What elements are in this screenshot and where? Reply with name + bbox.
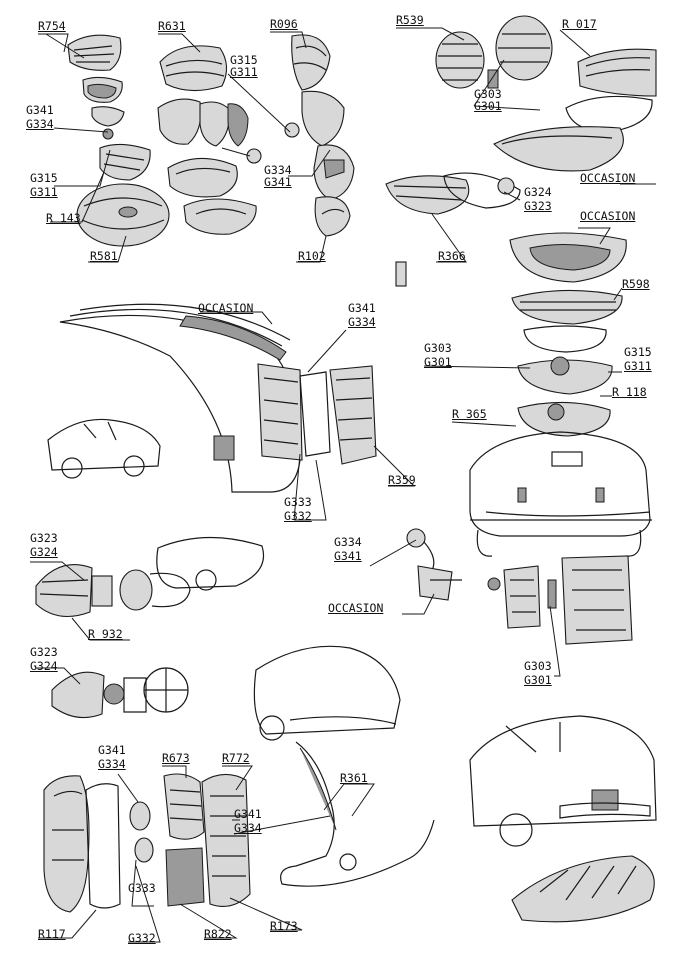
label-g334-b: G334 [264, 163, 292, 177]
label-g303-a: G303 [474, 87, 502, 101]
label-g303-c: G303 [524, 659, 552, 673]
label-g341-f: G341 [234, 807, 262, 821]
label-g323-b: G323 [30, 531, 58, 545]
taillight-assembly-r631 [157, 45, 262, 235]
label-occasion-a: OCCASION [580, 171, 636, 185]
label-r017: R 017 [562, 17, 597, 31]
taillight-assembly-r754 [67, 34, 170, 247]
label-g324-c: G324 [30, 659, 58, 673]
label-g341-d: G341 [334, 549, 362, 563]
label-r102: R102 [298, 249, 326, 263]
label-g341-b: G341 [264, 175, 292, 189]
label-g315-c: G315 [624, 345, 652, 359]
car-side-view-left [47, 418, 161, 479]
label-g315-a: G315 [230, 53, 258, 67]
label-g333-b: G333 [128, 881, 156, 895]
label-r096: R096 [270, 17, 298, 31]
label-r365: R 365 [452, 407, 487, 421]
taillight-assembly-r117 [43, 773, 251, 913]
label-g334-e: G334 [98, 757, 126, 771]
label-r117: R117 [38, 927, 66, 941]
label-r539: R539 [396, 13, 424, 27]
label-g341-a: G341 [26, 103, 54, 117]
bulb-holder-g334 [406, 528, 462, 601]
label-occasion-b: OCCASION [580, 209, 636, 223]
car-rear-three-quarter-view [469, 715, 657, 923]
car-rear-view-right [469, 431, 652, 557]
label-r598: R598 [622, 277, 650, 291]
label-r631: R631 [158, 19, 186, 33]
label-g332-a: G332 [284, 509, 312, 523]
label-g301-b: G301 [424, 355, 452, 369]
label-occasion-c: OCCASION [198, 301, 254, 315]
label-g341-e: G341 [98, 743, 126, 757]
label-r366: R366 [438, 249, 466, 263]
label-r581: R581 [90, 249, 118, 263]
label-g323-c: G323 [30, 645, 58, 659]
fender-with-taillight-r359 [59, 303, 377, 493]
label-r822: R822 [204, 927, 232, 941]
label-g334-a: G334 [26, 117, 54, 131]
lamp-assembly-g323-g324 [51, 667, 189, 719]
taillight-assembly-r096 [284, 34, 355, 237]
label-g311-c: G311 [624, 359, 652, 373]
label-g324-a: G324 [524, 185, 552, 199]
label-r361: R361 [340, 771, 368, 785]
label-g301-a: G301 [474, 99, 502, 113]
label-g324-b: G324 [30, 545, 58, 559]
label-r932: R 932 [88, 627, 123, 641]
label-g303-b: G303 [424, 341, 452, 355]
lamp-assembly-r932 [35, 536, 264, 618]
label-r173: R173 [270, 919, 298, 933]
label-g333-a: G333 [284, 495, 312, 509]
label-r359: R359 [388, 473, 416, 487]
label-g301-c: G301 [524, 673, 552, 687]
label-g341-c: G341 [348, 301, 376, 315]
label-r754: R754 [38, 19, 66, 33]
leader-lines [30, 27, 656, 943]
label-r673: R673 [162, 751, 190, 765]
label-g311-a: G311 [230, 65, 258, 79]
label-r143: R 143 [46, 211, 81, 225]
label-occasion-d: OCCASION [328, 601, 384, 615]
label-g334-c: G334 [348, 315, 376, 329]
lamp-assembly-g303 [487, 555, 633, 645]
label-g334-d: G334 [334, 535, 362, 549]
car-and-bumper-r361 [253, 645, 435, 887]
label-g334-f: G334 [234, 821, 262, 835]
taillight-assembly-r598 [509, 232, 627, 437]
label-r772: R772 [222, 751, 250, 765]
label-g315-b: G315 [30, 171, 58, 185]
taillight-assembly-r539 [385, 15, 657, 287]
label-r118: R 118 [612, 385, 647, 399]
label-g332-b: G332 [128, 931, 156, 945]
label-g323-a: G323 [524, 199, 552, 213]
label-g311-b: G311 [30, 185, 58, 199]
